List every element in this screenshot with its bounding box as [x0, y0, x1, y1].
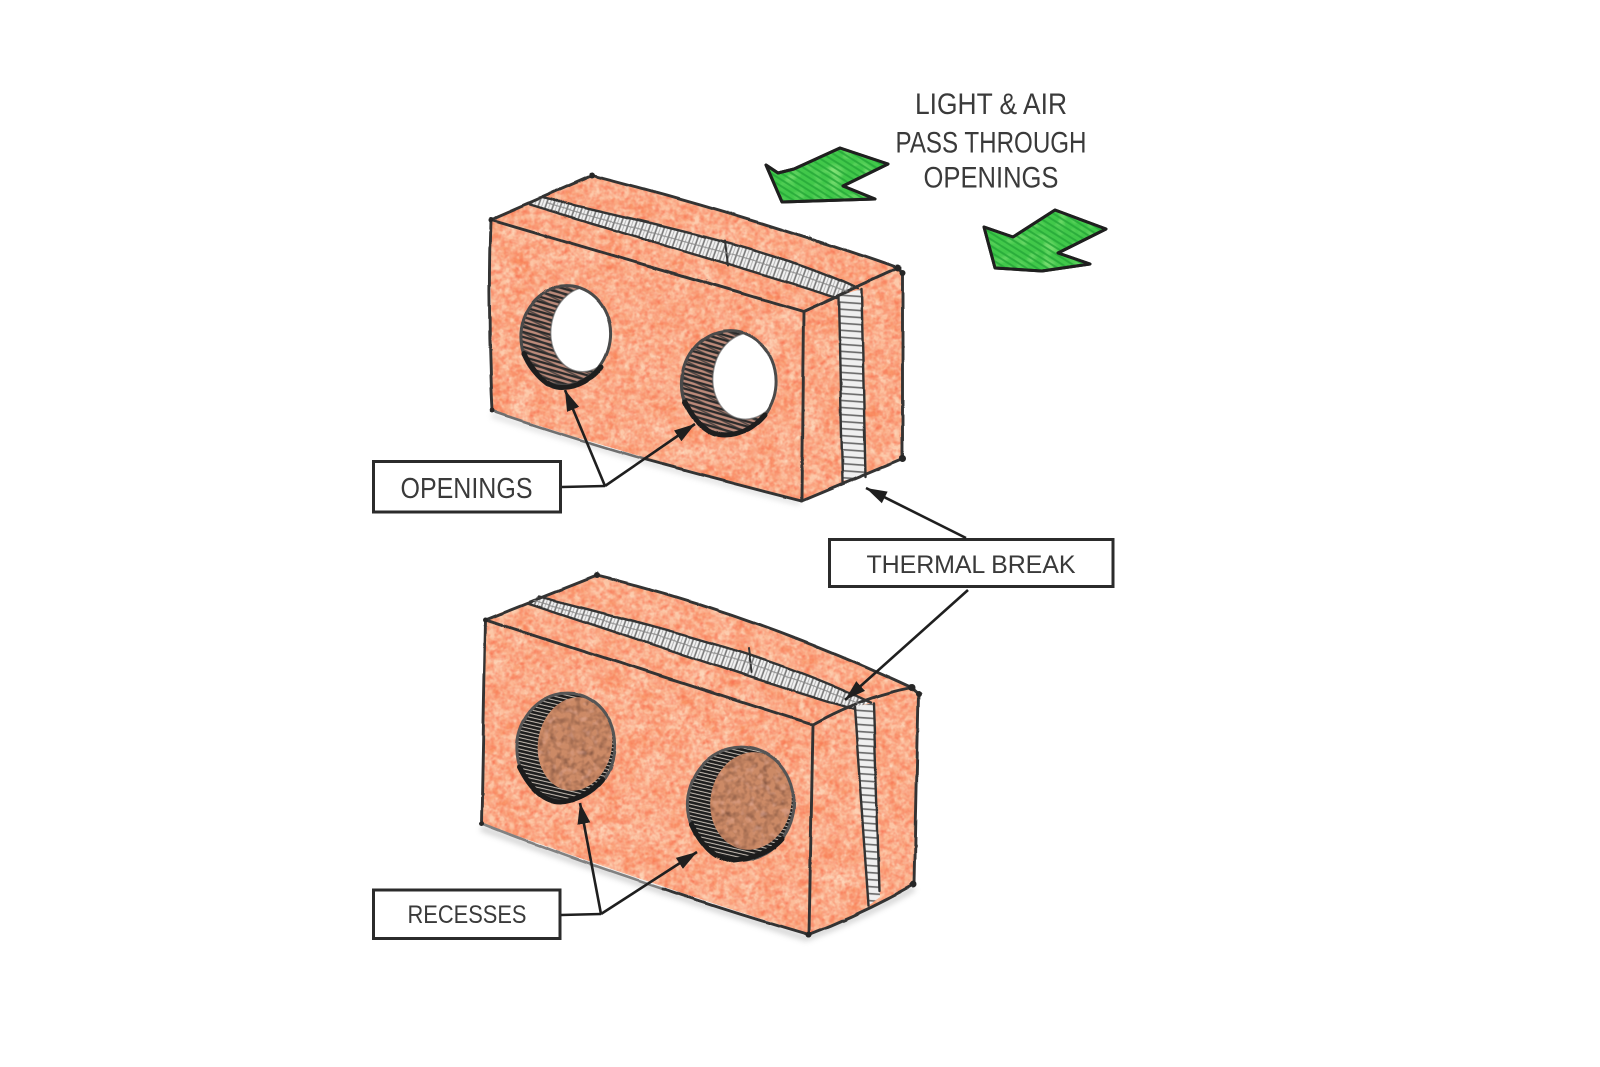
svg-text:THERMAL BREAK: THERMAL BREAK [867, 551, 1076, 579]
svg-text:OPENINGS: OPENINGS [924, 162, 1059, 195]
svg-text:PASS THROUGH: PASS THROUGH [896, 127, 1087, 160]
svg-text:RECESSES: RECESSES [408, 901, 527, 929]
svg-text:LIGHT & AIR: LIGHT & AIR [915, 88, 1067, 121]
svg-text:OPENINGS: OPENINGS [401, 473, 533, 505]
